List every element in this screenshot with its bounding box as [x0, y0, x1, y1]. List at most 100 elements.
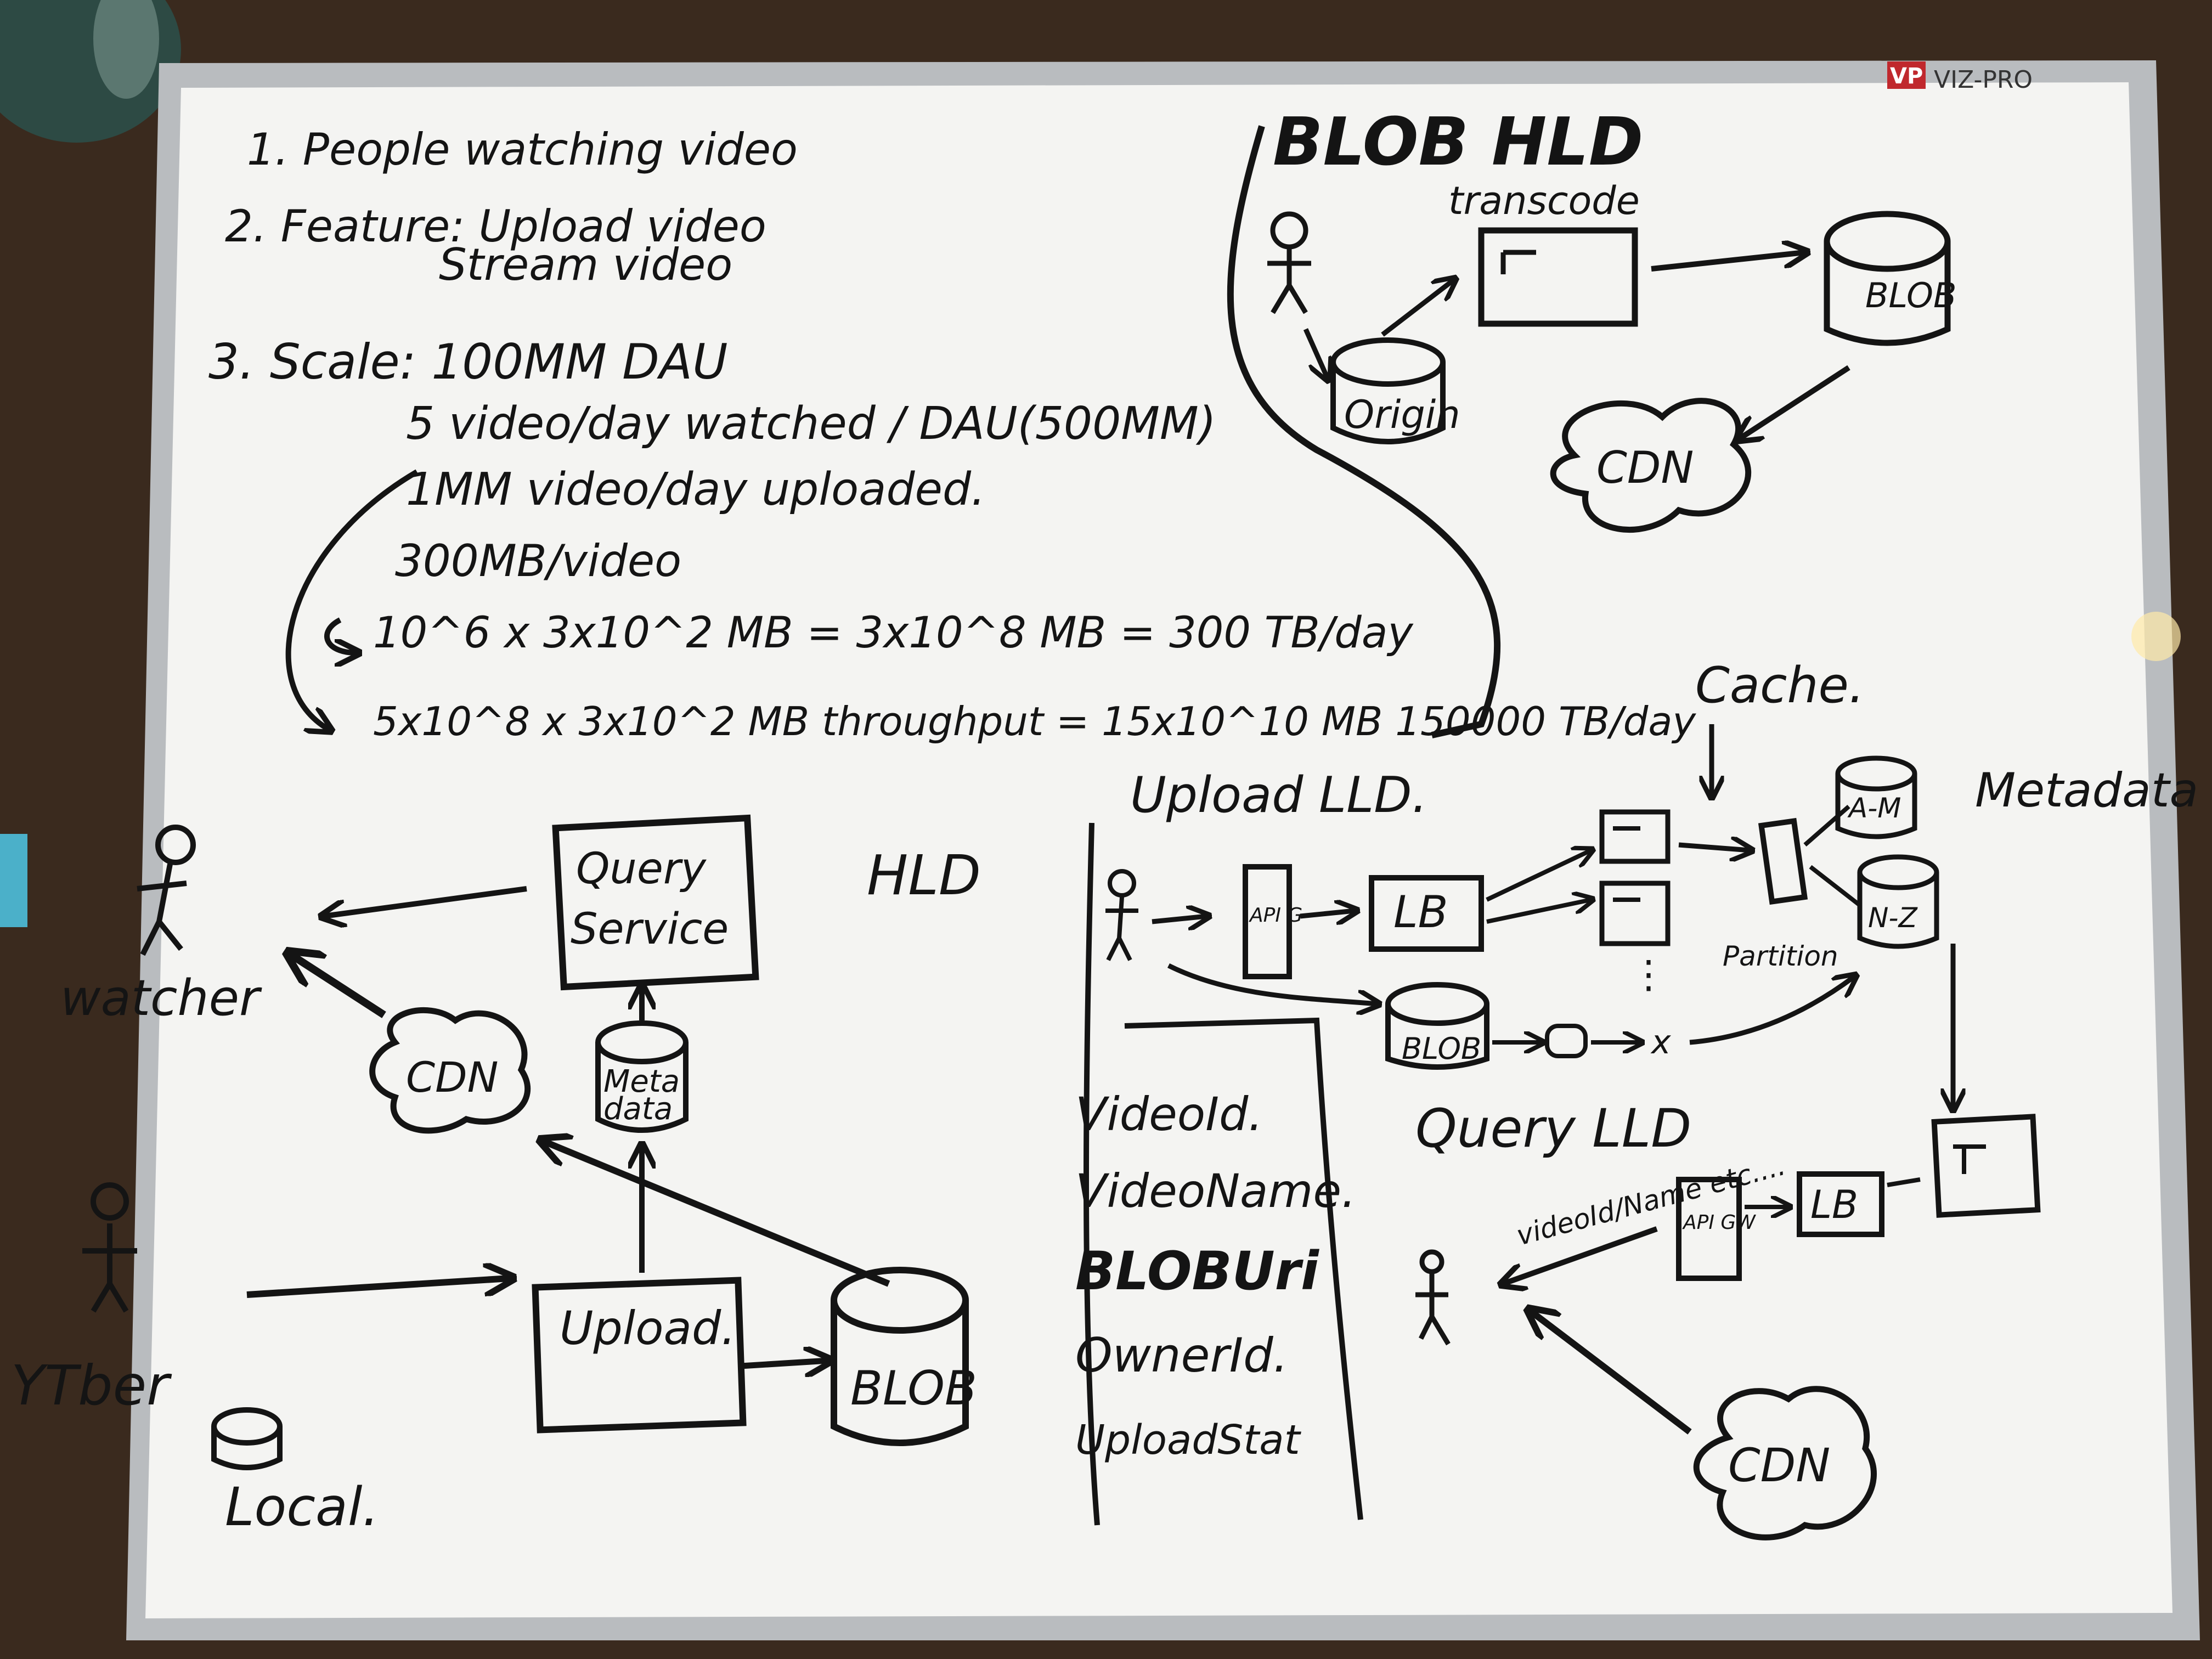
query-lld-title: Query LLD: [1415, 1098, 1691, 1159]
ytber-to-upload-arrow: [246, 1278, 510, 1298]
blob-label: BLOB: [1865, 275, 1957, 315]
req-line-2: 2. Feature: Upload video: [225, 201, 766, 252]
metadata-storage-icon: [595, 1020, 689, 1133]
brand-name: VIZ-PRO: [1934, 66, 2033, 94]
req-line-1: 1. People watching video: [247, 124, 798, 175]
shard-n-label: N-Z: [1868, 902, 1918, 934]
lld-lb-label: LB: [1393, 887, 1448, 938]
server-to-cache-arrow: [1678, 845, 1750, 850]
worker-to-partition-arrow: [1689, 977, 1854, 1045]
lld-blob-label: BLOB: [1402, 1031, 1481, 1066]
blob-hld-title: BLOB HLD: [1273, 104, 1643, 180]
person-to-origin-arrow: [1303, 328, 1328, 379]
queue-icon: [1545, 1024, 1588, 1058]
upload-service-box: [532, 1277, 747, 1434]
calc-bracket: [285, 469, 419, 730]
local-disk-icon: [211, 1407, 283, 1470]
query-service-label-2: Service: [571, 905, 729, 954]
hld-section: HLD watcher Query Service CDN Meta data: [11, 814, 981, 1538]
req-line-3: 3. Scale: 100MM DAU: [208, 334, 727, 390]
transcode-to-blob-arrow: [1651, 252, 1805, 272]
person-to-api-arrow: [1152, 916, 1207, 922]
cdn-label: CDN: [1596, 442, 1694, 493]
upload-server-1: [1599, 809, 1671, 864]
query-viewer-person-icon: [1415, 1249, 1451, 1346]
board-surface: [145, 82, 2172, 1618]
origin-to-transcode-arrow: [1381, 280, 1454, 337]
api-to-lb-arrow: [1300, 911, 1355, 916]
schema-bracket: [1124, 1017, 1363, 1520]
svg-text:VP: VP: [1890, 64, 1923, 89]
hld-cdn-label: CDN: [406, 1053, 498, 1102]
req-line-5: 1MM video/day uploaded.: [406, 464, 985, 516]
api-gateway-box: [1243, 864, 1292, 979]
schema-field-3: OwnerId.: [1075, 1328, 1288, 1383]
uploader-person-icon: [1267, 211, 1311, 314]
hld-title: HLD: [867, 843, 981, 907]
query-cdn-cloud-icon: [1693, 1386, 1877, 1541]
req-line-7: 10^6 x 3x10^2 MB = 3x10^8 MB = 300 TB/da…: [373, 608, 1414, 658]
query-api-gateway-label: API GW: [1682, 1211, 1756, 1234]
lb-to-server1: [1486, 850, 1591, 902]
query-service-box: [552, 814, 759, 991]
schema-field-2: BLOBUri: [1075, 1240, 1319, 1302]
blob-storage-icon: [1824, 211, 1951, 346]
blob-hld-section: BLOB HLD transcode Origin BLOB CDN: [1227, 104, 1957, 738]
cdn-cloud-icon: [1550, 398, 1752, 533]
lld-uploader-person-icon: [1105, 869, 1138, 961]
cdn-to-watcher-arrow: [291, 955, 386, 1018]
server-icon: [1500, 250, 1536, 274]
query-service-label-1: Query: [576, 844, 707, 894]
blob-hld-divider: [1227, 125, 1500, 738]
calc-arrow-1: [324, 617, 357, 653]
person-to-blob-arrow: [1167, 963, 1377, 1004]
transcode-label: transcode: [1448, 178, 1640, 223]
query-server-icon: [1953, 1144, 1986, 1174]
requirements-notes: 1. People watching video 2. Feature: Upl…: [208, 124, 1696, 744]
brand-logo: VP VIZ-PRO: [1887, 61, 2033, 94]
more-servers-dots: ⋮: [1629, 952, 1668, 997]
origin-storage-icon: [1330, 337, 1446, 444]
cache-to-shard-n: [1809, 865, 1861, 907]
cache-box: [1758, 817, 1808, 905]
glare: [2131, 612, 2181, 661]
req-line-2b: Stream video: [439, 239, 732, 290]
lb-to-server2: [1486, 900, 1591, 924]
worker-x-label: x: [1650, 1023, 1671, 1062]
lld-lb-box: [1369, 875, 1484, 952]
req-line-6: 300MB/video: [395, 535, 681, 586]
query-lb-box: [1797, 1171, 1884, 1237]
blue-object: [0, 834, 27, 927]
metadata-label-1: Meta: [603, 1064, 680, 1099]
lld-blob-storage-icon: [1385, 982, 1489, 1070]
metadata-label-2: data: [603, 1091, 673, 1127]
blob-to-cdn-arrow: [1739, 365, 1850, 439]
watcher-label: watcher: [60, 969, 262, 1027]
query-api-gateway-box: [1676, 1177, 1742, 1281]
query-cdn-label: CDN: [1728, 1438, 1830, 1492]
cdn-to-viewer-arrow: [1531, 1311, 1692, 1435]
cache-to-shard-a: [1803, 804, 1850, 847]
transcode-server-box: [1478, 227, 1638, 327]
blob-to-cdn-line: [543, 1141, 890, 1287]
hld-blob-label: BLOB: [850, 1361, 977, 1416]
metadata-shard-a-icon: [1835, 755, 1917, 839]
query-to-watcher-arrow: [324, 886, 527, 916]
upload-lld-title: Upload LLD.: [1130, 766, 1427, 824]
partition-label: Partition: [1723, 940, 1838, 972]
api-gateway-label: API G: [1249, 904, 1302, 927]
schema-field-0: VideoId.: [1075, 1087, 1263, 1141]
api-to-viewer-arrow: [1503, 1226, 1658, 1284]
upload-to-blob-arrow: [740, 1361, 828, 1366]
shard-a-label: A-M: [1847, 792, 1901, 824]
schema-section: VideoId. VideoName. BLOBUri OwnerId. Upl…: [1075, 1017, 1363, 1520]
ytber-label: YTber: [11, 1353, 172, 1418]
ytber-person-icon: [82, 1182, 137, 1313]
upload-lld-section: Upload LLD. API G LB ⋮ Cache. A-M: [1084, 657, 2198, 1526]
query-server-box: [1931, 1114, 2041, 1218]
metadata-label: Metadata: [1975, 763, 2198, 818]
hld-blob-storage-icon: [831, 1267, 969, 1446]
upload-lld-divider: [1084, 822, 1100, 1526]
upload-server-2: [1599, 881, 1671, 946]
